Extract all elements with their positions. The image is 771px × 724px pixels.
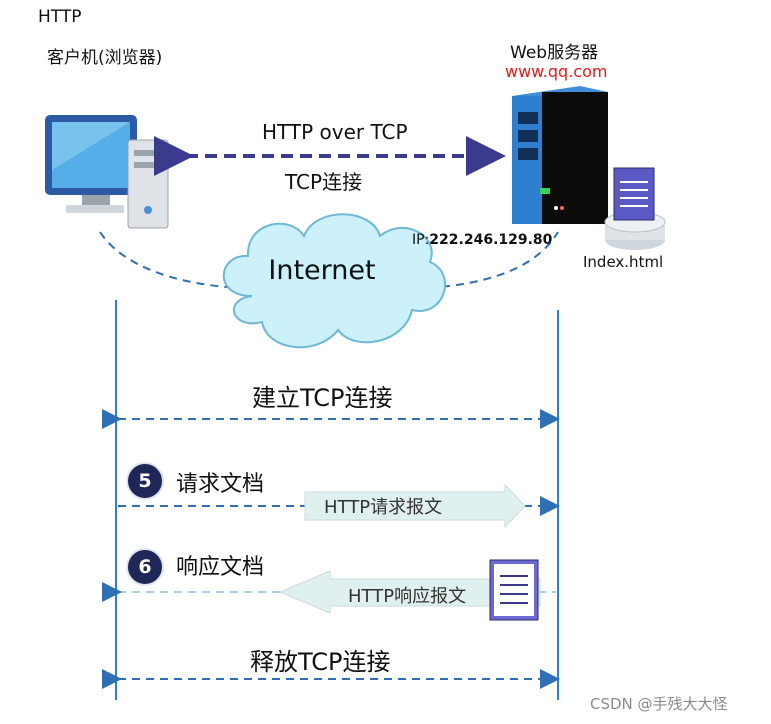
ip-prefix: IP: [412,232,430,248]
establish-label: 建立TCP连接 [252,384,393,412]
internet-cloud [222,213,447,349]
client-label: 客户机(浏览器) [47,48,163,68]
step-5-badge: 5 [126,462,164,500]
watermark: CSDN @手残大大怪 [590,695,728,713]
ip-value: 222.246.129.80 [429,232,553,248]
page-title: HTTP [38,7,82,27]
desktop-computer-icon [45,115,169,229]
internet-link-left [99,231,241,289]
request-label: 请求文档 [176,472,265,497]
server-url: www.qq.com [505,62,608,81]
release-label: 释放TCP连接 [250,648,391,676]
document-icon [489,559,539,621]
document-stack-icon [604,167,666,250]
response-message: HTTP响应报文 [348,586,467,607]
response-label: 响应文档 [176,555,265,580]
connection-type-label: TCP连接 [285,170,363,194]
server-ip: IP:222.246.129.80 [412,232,552,248]
internet-link-right [427,231,559,289]
server-tower-icon [512,86,608,224]
response-message-box [278,570,541,614]
step-6-badge: 6 [126,548,164,586]
connection-protocol-label: HTTP over TCP [262,120,408,144]
request-message: HTTP请求报文 [324,497,443,518]
file-label: Index.html [583,253,664,271]
internet-label: Internet [268,255,376,286]
server-label: Web服务器 [510,43,599,63]
request-message-box [304,483,526,529]
